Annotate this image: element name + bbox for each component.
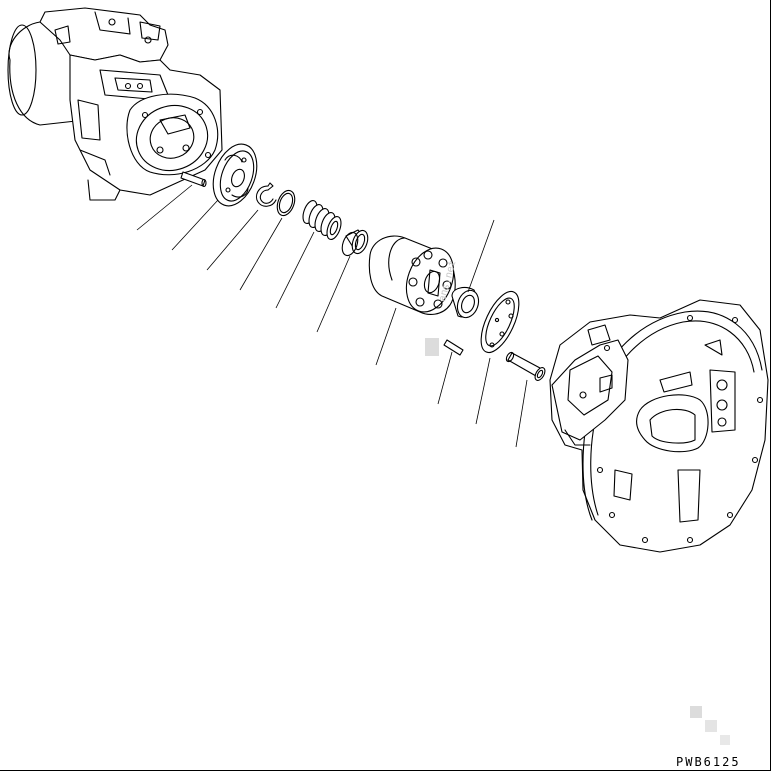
shaft-part: [505, 351, 546, 381]
watermark-patch-4: [720, 735, 730, 745]
leader-line-7: [375, 307, 397, 366]
leader-line-11: [515, 379, 528, 448]
pump-housing-left: [7, 7, 223, 201]
leader-line-9: [437, 351, 453, 405]
drawing-code: PWB6125: [676, 755, 741, 769]
snap-ring-part: [255, 182, 277, 207]
valve-plate-2-part: [480, 290, 520, 354]
valve-plate-part: [212, 143, 258, 207]
watermark-patch-2: [690, 706, 702, 718]
leader-line-3: [206, 209, 259, 271]
watermark-patch-3: [705, 720, 717, 732]
leader-lines: [136, 184, 528, 448]
leader-line-8: [467, 219, 495, 293]
collar-part: [341, 229, 369, 257]
pump-housing-right: [549, 299, 769, 553]
leader-line-1: [136, 184, 193, 231]
spring-part: [302, 199, 342, 241]
cylinder-block-part: [368, 235, 456, 315]
ring-part: [276, 189, 296, 217]
pin-part: [180, 171, 207, 188]
spherical-bushing-part: [451, 287, 480, 319]
leader-line-2: [171, 199, 219, 251]
leader-line-4: [239, 217, 283, 291]
leader-line-6: [316, 255, 351, 333]
watermark-patch-1: [425, 338, 439, 356]
small-pin-part: [443, 339, 464, 356]
leader-line-10: [475, 357, 491, 425]
leader-line-5: [275, 231, 315, 309]
